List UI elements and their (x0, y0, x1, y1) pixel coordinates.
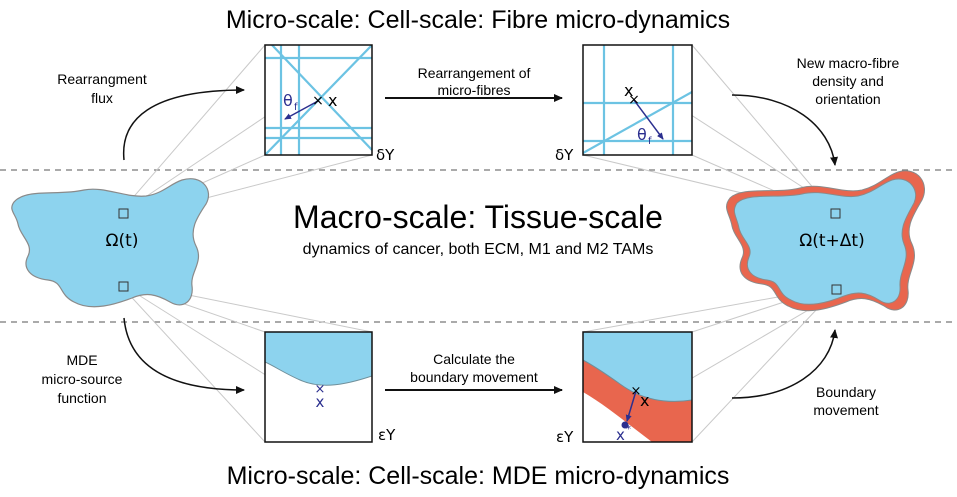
label-new-macro-fibre-2: density and (812, 73, 884, 89)
right-tissue-domain (733, 178, 916, 305)
macro-subtitle: dynamics of cancer, both ECM, M1 and M2 … (303, 241, 654, 258)
label-new-macro-fibre-1: New macro-fibre (797, 55, 900, 71)
angle-label-left: θ (283, 91, 293, 110)
bottom-title: Micro-scale: Cell-scale: MDE micro-dynam… (227, 462, 730, 490)
label-mde-source-3: function (57, 390, 106, 406)
angle-subscript-left: f (294, 102, 298, 113)
label-calculate-boundary-1: Calculate the (433, 351, 515, 367)
fibre-lines-right (583, 45, 692, 155)
label-new-macro-fibre-3: orientation (815, 91, 880, 107)
tissue-region-mde-left (265, 332, 372, 386)
right-domain-label: Ω(t+Δt) (799, 231, 864, 251)
left-tissue-domain (11, 178, 210, 308)
fibre-direction-arrow-left (284, 100, 319, 120)
mde-zoom-marker-left (118, 281, 129, 292)
label-rearrange-fibres-1: Rearrangement of (418, 65, 531, 81)
label-calculate-boundary-2: boundary movement (410, 369, 538, 385)
arrow-mde-source (123, 317, 245, 394)
mde-zoom-marker-right (831, 284, 842, 295)
cross-marker-right: × (628, 92, 640, 108)
fibre-direction-arrow-right (633, 99, 664, 140)
top-title: Micro-scale: Cell-scale: Fibre micro-dyn… (226, 6, 730, 34)
cross-marker-left: × (312, 93, 324, 109)
cross-marker-mde-right: × (631, 384, 642, 399)
boundary-shift-arrow (625, 390, 637, 422)
left-domain-label: Ω(t) (106, 231, 139, 251)
cross-marker-mde-left: × (315, 382, 326, 397)
cell-label-mde-right: εY (556, 428, 574, 446)
angle-label-right: θ (637, 125, 647, 144)
flow-arrows (122, 86, 838, 399)
moved-point-label: x (616, 426, 625, 444)
label-mde-source-2: micro-source (42, 371, 123, 387)
arrow-rearrangement-flux (122, 86, 245, 161)
label-rearrangement-flux-1: Rearrangment (57, 71, 147, 87)
cell-label-fibre-right: δY (555, 146, 574, 164)
label-mde-source-1: MDE (66, 352, 97, 368)
fibre-zoom-marker-left (118, 208, 129, 219)
mde-cell-right: × x x * εY (556, 331, 693, 446)
moved-point-superscript: * (626, 424, 631, 435)
cell-label-fibre-left: δY (376, 146, 395, 164)
point-label-right: x (624, 81, 633, 100)
label-rearrangement-flux-2: flux (91, 90, 113, 106)
fibre-zoom-marker-right (830, 208, 841, 219)
label-boundary-movement-1: Boundary (816, 384, 876, 400)
point-label-left: x (328, 91, 337, 110)
arrow-labels: Rearrangment flux Rearrangement of micro… (42, 55, 900, 418)
fibre-cell-right: × x θ f δY (555, 44, 693, 164)
label-boundary-movement-2: movement (813, 402, 878, 418)
mde-cell-left: × x εY (264, 331, 396, 444)
arrow-boundary-movement (731, 329, 838, 399)
moved-point-dot (621, 421, 629, 429)
fibre-cell-left: × x θ f δY (264, 44, 395, 164)
point-label-mde-right: x (640, 391, 649, 410)
angle-subscript-right: f (648, 136, 652, 147)
cell-label-mde-left: εY (378, 426, 396, 444)
fibre-lines-left (265, 45, 372, 155)
point-label-mde-left: x (316, 393, 325, 411)
tissue-region-mde-right (583, 332, 692, 402)
label-rearrange-fibres-2: micro-fibres (437, 82, 510, 98)
macro-title: Macro-scale: Tissue-scale (293, 199, 663, 235)
arrow-new-macro-fibre (731, 94, 838, 166)
